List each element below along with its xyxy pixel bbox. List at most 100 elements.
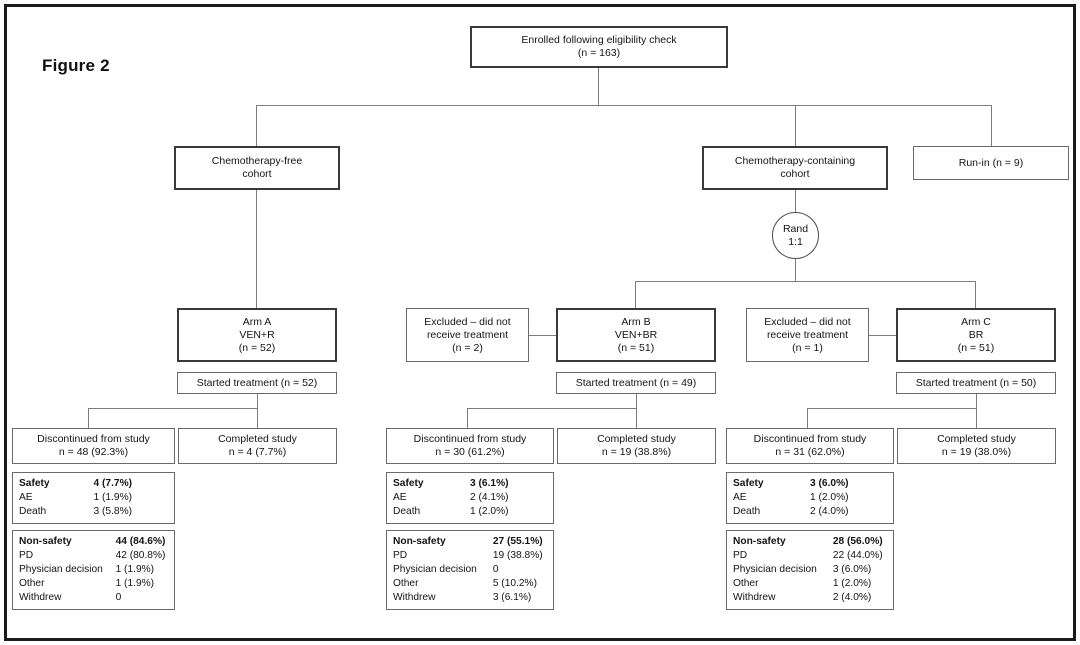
detail-value: 28 (56.0%): [832, 536, 883, 547]
node-arm-c-started-label: Started treatment (n = 50): [915, 376, 1037, 389]
detail-value: 22 (44.0%): [832, 550, 883, 561]
detail-label: Other: [733, 578, 759, 589]
detail-label: Physician decision: [733, 564, 817, 575]
connector-arm-c-started-down: [976, 394, 978, 428]
node-arm-a-completed-line1: Completed study: [218, 433, 297, 445]
detail-value: 2 (4.1%): [470, 492, 509, 503]
node-arm-c-line3: (n = 51): [957, 341, 995, 354]
node-randomization-line2: 1:1: [788, 235, 803, 248]
detail-value: 3 (5.8%): [93, 506, 133, 517]
detail-row: Non-safety 27 (55.1%): [393, 535, 547, 549]
node-arm-b-line3: (n = 51): [617, 341, 655, 354]
node-arm-c-completed-line2: n = 19 (38.0%): [941, 446, 1012, 458]
detail-label: PD: [733, 550, 748, 561]
connector-enrolled-down: [598, 68, 600, 106]
node-arm-c-discontinued-line1: Discontinued from study: [753, 433, 867, 445]
detail-value: 3 (6.0%): [810, 478, 849, 489]
detail-row: AE 2 (4.1%): [393, 491, 547, 505]
node-arm-c: Arm C BR (n = 51): [896, 308, 1056, 362]
detail-row: Death 2 (4.0%): [733, 505, 887, 519]
detail-arm-a-safety-table: Safety 4 (7.7%) AE 1 (1.9%) Death 3 (5.8…: [19, 477, 168, 519]
connector-arm-b-to-discontinued: [467, 408, 469, 428]
detail-value: 0: [115, 592, 122, 603]
connector-arm-a-started-down: [257, 394, 259, 428]
detail-value: 1 (1.9%): [93, 492, 133, 503]
detail-value: 42 (80.8%): [115, 550, 166, 561]
detail-label: Withdrew: [733, 592, 776, 603]
detail-row: Other 1 (2.0%): [733, 577, 887, 591]
detail-row: Withdrew 0: [19, 591, 168, 605]
detail-row: Other 1 (1.9%): [19, 577, 168, 591]
node-excluded-arm-c-line2: receive treatment: [766, 328, 849, 341]
detail-label: Safety: [393, 478, 424, 489]
node-arm-a: Arm A VEN+R (n = 52): [177, 308, 337, 362]
detail-value: 2 (4.0%): [832, 592, 872, 603]
detail-value: 27 (55.1%): [492, 536, 543, 547]
node-arm-c-discontinued: Discontinued from study n = 31 (62.0%): [726, 428, 894, 464]
detail-label: Withdrew: [393, 592, 436, 603]
node-randomization: Rand 1:1: [772, 212, 819, 259]
node-chemo-free-cohort: Chemotherapy-free cohort: [174, 146, 340, 190]
node-arm-b-discontinued: Discontinued from study n = 30 (61.2%): [386, 428, 554, 464]
node-arm-a-completed: Completed study n = 4 (7.7%): [178, 428, 337, 464]
detail-row: PD 19 (38.8%): [393, 549, 547, 563]
detail-value: 5 (10.2%): [492, 578, 537, 589]
detail-value: 44 (84.6%): [115, 536, 166, 547]
connector-arm-a-split-bus: [88, 408, 258, 410]
detail-row: Physician decision 1 (1.9%): [19, 563, 168, 577]
node-chemo-containing-cohort: Chemotherapy-containing cohort: [702, 146, 888, 190]
node-arm-a-line1: Arm A: [242, 315, 272, 328]
connector-rand-bus: [635, 281, 976, 283]
detail-arm-b-safety: Safety 3 (6.1%) AE 2 (4.1%) Death 1 (2.0…: [386, 472, 554, 524]
detail-row: Physician decision 0: [393, 563, 547, 577]
detail-arm-a-nonsafety-body: Non-safety 44 (84.6%) PD 42 (80.8%) Phys…: [19, 535, 168, 605]
detail-row: Death 3 (5.8%): [19, 505, 168, 519]
detail-value: 1 (1.9%): [115, 564, 155, 575]
node-enrolled-line1: Enrolled following eligibility check: [521, 34, 677, 46]
node-arm-b-completed-line2: n = 19 (38.8%): [601, 446, 672, 458]
figure-title: Figure 2: [42, 56, 110, 75]
node-arm-b-line2: VEN+BR: [614, 328, 658, 341]
detail-label: AE: [733, 492, 747, 503]
detail-row: AE 1 (2.0%): [733, 491, 887, 505]
node-arm-c-line2: BR: [968, 328, 984, 341]
detail-arm-a-nonsafety-table: Non-safety 44 (84.6%) PD 42 (80.8%) Phys…: [19, 535, 168, 605]
detail-arm-c-safety-body: Safety 3 (6.0%) AE 1 (2.0%) Death 2 (4.0…: [733, 477, 887, 519]
node-arm-a-line3: (n = 52): [238, 341, 276, 354]
detail-value: 3 (6.1%): [470, 478, 509, 489]
connector-chemofree-to-arm-a: [256, 190, 258, 308]
connector-to-runin: [991, 105, 993, 146]
connector-to-chemocontaining: [795, 105, 797, 146]
node-excluded-arm-c: Excluded – did not receive treatment (n …: [746, 308, 869, 362]
node-arm-c-completed: Completed study n = 19 (38.0%): [897, 428, 1056, 464]
detail-value: 3 (6.1%): [492, 592, 532, 603]
connector-cohort-to-rand: [795, 190, 797, 212]
node-excluded-arm-c-line1: Excluded – did not: [764, 315, 851, 328]
detail-arm-c-safety-table: Safety 3 (6.0%) AE 1 (2.0%) Death 2 (4.0…: [733, 477, 887, 519]
node-arm-b: Arm B VEN+BR (n = 51): [556, 308, 716, 362]
detail-value: 4 (7.7%): [93, 478, 133, 489]
connector-arm-c-to-discontinued: [807, 408, 809, 428]
detail-arm-a-safety: Safety 4 (7.7%) AE 1 (1.9%) Death 3 (5.8…: [12, 472, 175, 524]
detail-label: AE: [393, 492, 407, 503]
connector-row1-bus: [256, 105, 992, 107]
detail-value: 3 (6.0%): [832, 564, 872, 575]
node-arm-a-discontinued-line2: n = 48 (92.3%): [58, 446, 129, 458]
detail-row: Safety 3 (6.1%): [393, 477, 547, 491]
detail-arm-b-safety-body: Safety 3 (6.1%) AE 2 (4.1%) Death 1 (2.0…: [393, 477, 547, 519]
node-chemo-containing-cohort-line1: Chemotherapy-containing: [734, 155, 856, 167]
node-arm-c-line1: Arm C: [961, 315, 991, 328]
connector-arm-b-started-down: [636, 394, 638, 428]
detail-label: Non-safety: [393, 536, 446, 547]
connector-arm-b-excluded: [529, 335, 556, 337]
detail-row: Withdrew 2 (4.0%): [733, 591, 887, 605]
detail-arm-c-nonsafety-table: Non-safety 28 (56.0%) PD 22 (44.0%) Phys…: [733, 535, 887, 605]
detail-row: AE 1 (1.9%): [19, 491, 168, 505]
detail-label: Physician decision: [19, 564, 103, 575]
node-arm-a-completed-line2: n = 4 (7.7%): [228, 446, 287, 458]
node-arm-b-completed: Completed study n = 19 (38.8%): [557, 428, 716, 464]
detail-label: PD: [393, 550, 408, 561]
detail-row: Safety 4 (7.7%): [19, 477, 168, 491]
detail-value: 1 (2.0%): [832, 578, 872, 589]
